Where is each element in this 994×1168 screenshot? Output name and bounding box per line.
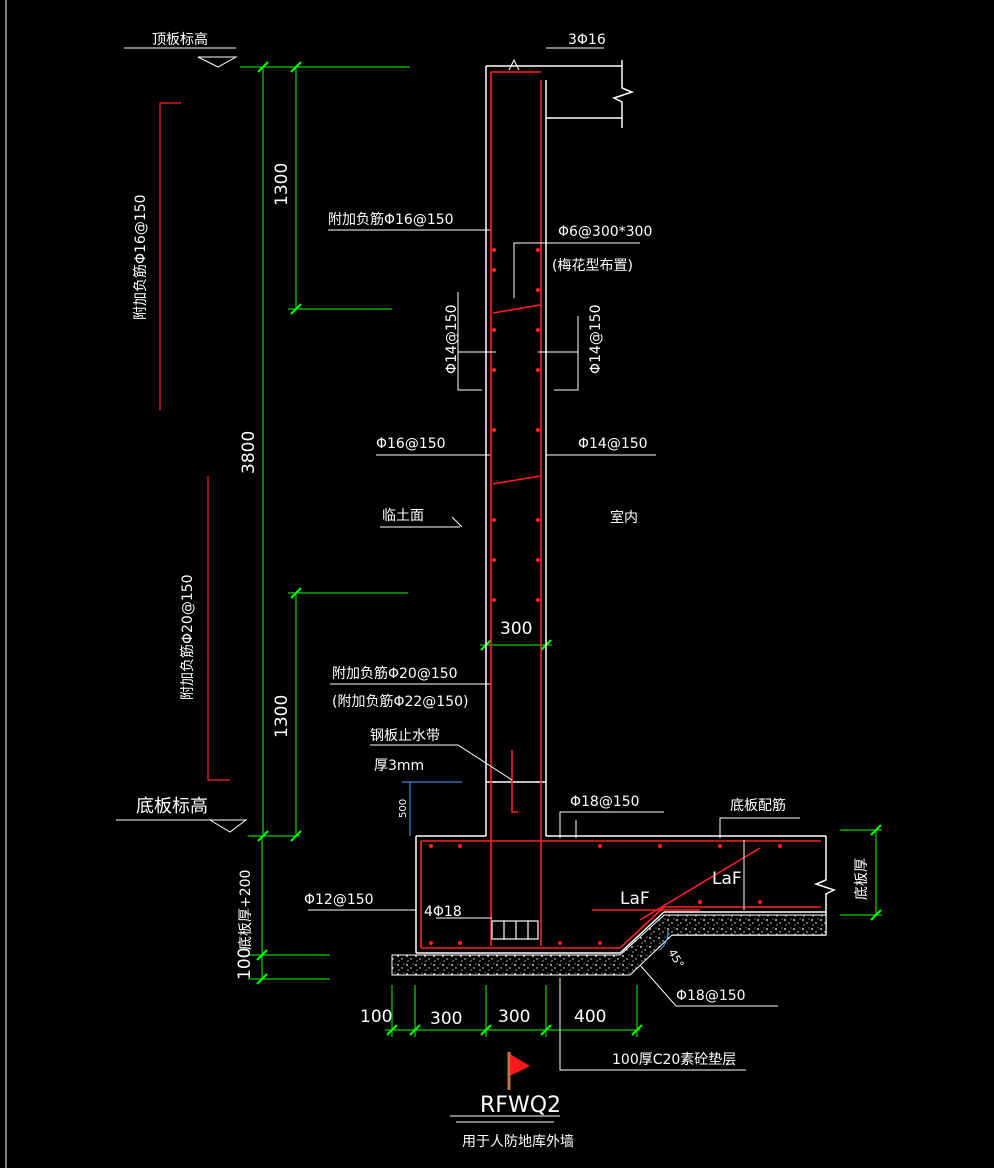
phi14-left-label: Φ14@150 [444,304,460,374]
dim-400: 400 [574,1007,606,1027]
indoor-label: 室内 [610,509,638,526]
add-neg-bottom-alt-label: (附加负筋Φ22@150) [332,693,468,710]
phi18-top-label: Φ18@150 [570,794,640,810]
phi14-right-label: Φ14@150 [588,304,604,374]
add-neg-vertical-bottom: 附加负筋Φ20@150 [179,574,196,700]
dim-3800: 3800 [239,431,259,474]
dim-300-b: 300 [498,1007,530,1027]
waterstop-thk-label: 厚3mm [374,758,424,774]
drawing-subtitle: 用于人防地库外墙 [462,1134,574,1150]
tie-note-label: (梅花型布置) [552,258,633,274]
phi18-bottom-label: Φ18@150 [676,988,746,1004]
laf-horizontal-label: LaF [620,889,650,909]
slab-plus-dim: 底板厚+200 [238,870,254,950]
dim-1300-bottom: 1300 [272,695,292,738]
top-slab-elevation-label: 顶板标高 [152,31,208,48]
wall-thickness-dim: 300 [500,619,532,639]
concrete-cushion [391,914,827,976]
dimension-ticks [256,61,882,1036]
laf-vertical-label: LaF [712,869,742,889]
dim-300-a: 300 [430,1009,462,1029]
blue-leaders [402,781,669,951]
dim-100: 100 [360,1007,392,1027]
top-bars-label: 3Φ16 [568,32,606,48]
bottom-elevation-label: 底板标高 [136,796,208,817]
soil-face-label: 临土面 [382,508,424,524]
red-extent-lines [159,102,230,781]
stirrup-cage [491,920,539,940]
add-neg-vertical-top: 附加负筋Φ16@150 [132,194,149,320]
outer-bar-label: Φ16@150 [376,436,446,452]
concrete-outline [415,60,836,954]
cushion-label: 100厚C20素砼垫层 [612,1052,736,1068]
dim-500: 500 [398,799,409,818]
rebar-dots [429,248,782,945]
add-neg-bottom-label: 附加负筋Φ20@150 [332,665,458,682]
flag-icon [510,1054,530,1076]
tie-label: Φ6@300*300 [558,224,652,240]
rebar-lines [420,71,821,949]
slab-rebar-label: 底板配筋 [730,797,786,814]
drawing-title: RFWQ2 [480,1093,561,1118]
slab-thickness-label: 底板厚 [854,858,870,900]
dim-100-vertical: 100 [235,948,255,980]
inner-bar-label: Φ14@150 [578,436,648,452]
four-phi18-label: 4Φ18 [424,904,462,920]
annotation-leaders [116,47,800,1123]
dim-1300-top: 1300 [272,163,292,206]
add-neg-top-label: 附加负筋Φ16@150 [328,211,454,228]
angle-label: 45° [665,947,686,970]
waterstop-label: 钢板止水带 [370,728,440,744]
phi12-label: Φ12@150 [304,892,374,908]
